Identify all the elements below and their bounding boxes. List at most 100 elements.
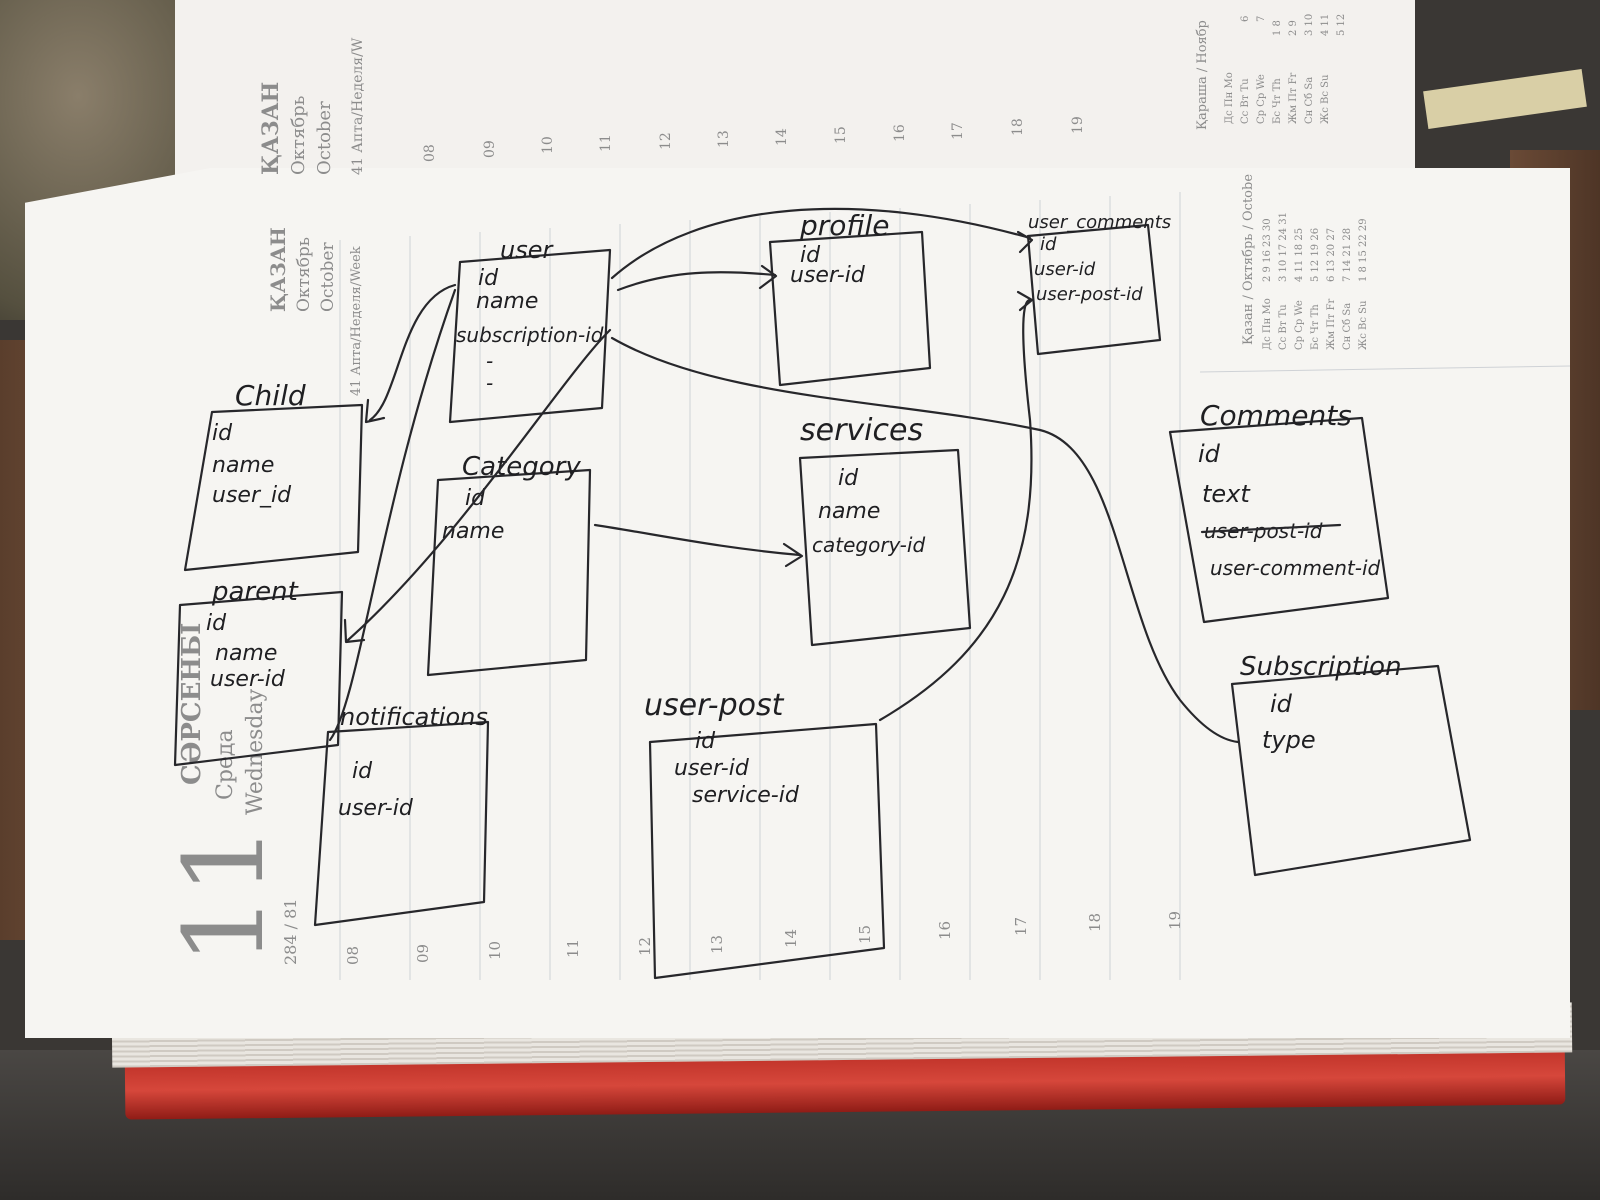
entity-profile: profile id user-id — [768, 209, 932, 387]
relation-userpost-usercomments — [878, 298, 1033, 722]
top-side-label: Қараша / Ноябр — [1195, 20, 1210, 130]
entity-field: id — [212, 421, 233, 446]
main-month-en: October — [318, 242, 338, 312]
entity-box — [426, 468, 592, 677]
entity-field: category-id — [812, 533, 925, 557]
main-weekday: Сн Сб Sa — [1342, 303, 1353, 350]
top-hour: 13 — [716, 130, 732, 148]
entity-title: Subscription — [1240, 652, 1402, 682]
entity-field: name — [212, 453, 274, 478]
entity-field: - — [486, 371, 493, 395]
entity-category: Category id name — [426, 452, 592, 677]
top-weekday: Жс Вс Su — [1320, 74, 1331, 124]
strikethrough-line — [1200, 523, 1342, 534]
top-hour: 19 — [1070, 116, 1086, 134]
relations — [328, 207, 1240, 744]
main-week: 41 Апта/Неделя/Week — [349, 246, 364, 396]
entity-notifications: notifications id user-id — [313, 703, 490, 927]
entity-field: id — [838, 466, 859, 491]
entity-comments: Comments id text user-post-id user-comme… — [1168, 399, 1390, 624]
top-month-en: October — [314, 101, 335, 175]
relation-user-usercomments — [610, 207, 1032, 280]
entity-title: services — [800, 413, 923, 448]
entity-user-comments: user_comments id user-id user-post-id — [1026, 212, 1171, 356]
main-page — [25, 168, 1570, 1038]
ruled-lines — [339, 192, 1571, 980]
entity-field: user_id — [212, 483, 292, 508]
hour-label: 14 — [782, 929, 800, 948]
entity-box — [648, 722, 886, 980]
main-cal-row: 1 8 15 22 29 — [1358, 218, 1369, 282]
top-cal-number: 7 — [1256, 16, 1267, 22]
top-cal-number: 5 12 — [1336, 14, 1347, 36]
top-city: ҚАЗАН — [258, 82, 284, 175]
arrow-head — [364, 398, 386, 424]
entity-title: parent — [211, 577, 299, 607]
entity-title: Child — [235, 379, 306, 412]
hour-label: 10 — [486, 941, 504, 960]
top-cal-number: 3 10 — [1304, 14, 1315, 36]
relation-user-parent — [346, 328, 612, 642]
relation-user-profile — [616, 271, 777, 292]
entity-subscription: Subscription id type — [1230, 652, 1472, 877]
main-weekday: Ср Ср We — [1294, 300, 1305, 350]
main-cal-row: 6 13 20 27 — [1326, 228, 1337, 282]
top-weekday: Дс Пн Мо — [1224, 72, 1235, 124]
top-hour: 12 — [658, 132, 674, 150]
main-cal-row: 2 9 16 23 30 — [1262, 218, 1273, 282]
top-hour: 18 — [1010, 118, 1026, 136]
top-cal-number: 1 8 — [1272, 20, 1283, 36]
entity-box — [1230, 664, 1472, 877]
hour-label: 11 — [564, 939, 582, 958]
hour-label: 17 — [1012, 917, 1030, 936]
entity-title: user_comments — [1028, 212, 1171, 233]
top-cal-number: 4 11 — [1320, 14, 1331, 36]
entity-field: id — [352, 759, 373, 784]
entity-field: id — [800, 243, 821, 268]
entity-user-post: user-post id user-id service-id — [644, 688, 886, 980]
entity-title: Comments — [1200, 399, 1352, 432]
arrow-head — [343, 618, 366, 644]
top-weekday: Бс Чт Th — [1272, 78, 1283, 124]
entity-box — [1168, 416, 1390, 624]
top-hour: 10 — [540, 136, 556, 154]
entity-field: name — [476, 289, 538, 314]
entity-title: profile — [799, 209, 890, 242]
entity-field: id — [478, 266, 499, 291]
entity-field: id — [1198, 440, 1221, 468]
entity-box — [798, 448, 972, 647]
entity-field: id — [1270, 690, 1293, 718]
top-month-ru: Октябрь — [288, 95, 309, 175]
main-cal-row: 5 12 19 26 — [1310, 228, 1321, 282]
top-cal-number: 6 — [1240, 16, 1251, 22]
top-page-header: ҚАЗАН Октябрь October 41 Апта/Неделя/W 0… — [258, 14, 1347, 175]
day-of-year: 284 / 81 — [281, 899, 300, 965]
day-name-kz: СӘРСЕНБІ — [177, 623, 207, 785]
top-hour: 16 — [892, 124, 908, 142]
er-diagram: user id name subscription-id - - profile… — [173, 207, 1472, 980]
day-name-en: Wednesday — [243, 688, 268, 815]
entity-user: user id name subscription-id - - — [448, 236, 612, 424]
entity-field: user-id — [210, 667, 286, 692]
entity-services: services id name category-id — [798, 413, 972, 647]
entity-field: type — [1262, 726, 1316, 754]
main-weekday: Жс Вс Su — [1358, 300, 1369, 350]
entity-child: Child id name user_id — [183, 379, 364, 572]
arrow-head — [758, 264, 778, 290]
hour-label: 19 — [1166, 911, 1184, 930]
top-hour: 17 — [950, 122, 966, 140]
top-hour: 15 — [833, 126, 849, 144]
top-weekday: Сс Вт Tu — [1240, 78, 1251, 124]
entity-box — [173, 590, 344, 767]
relation-user-subscription — [610, 336, 1240, 744]
main-weekday: Жм Пт Fr — [1326, 298, 1337, 350]
hour-label: 13 — [708, 935, 726, 954]
hour-label: 18 — [1086, 913, 1104, 932]
relation-user-child — [368, 283, 457, 422]
top-hour: 09 — [482, 140, 498, 158]
entity-field: user-id — [790, 263, 866, 288]
entity-field: id — [1040, 234, 1057, 255]
entity-box — [183, 403, 364, 572]
hour-label: 12 — [636, 937, 654, 956]
